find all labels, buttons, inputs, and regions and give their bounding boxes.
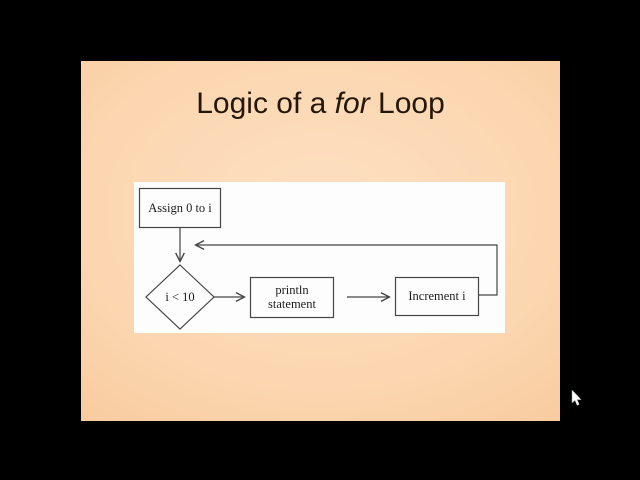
slide-title-italic-word: for xyxy=(334,87,370,120)
node-println-label-line1: println xyxy=(275,283,309,297)
node-increment-rectangle xyxy=(394,276,480,317)
slide-title-prefix: Logic of a xyxy=(196,87,335,120)
flowchart-image: Assign 0 to i i < 10 println statement I… xyxy=(134,182,505,333)
node-condition-diamond xyxy=(145,264,215,330)
slide-title: Logic of a for Loop xyxy=(81,86,560,122)
node-condition-label: i < 10 xyxy=(165,290,194,304)
mouse-cursor-icon xyxy=(571,390,582,406)
presentation-slide[interactable]: Logic of a for Loop Assign 0 to i xyxy=(81,61,560,421)
flowchart-svg: Assign 0 to i i < 10 println statement I… xyxy=(138,187,498,330)
slide-title-suffix: Loop xyxy=(369,87,445,120)
edge-increment-loop-back xyxy=(196,245,498,296)
node-assign-label: Assign 0 to i xyxy=(148,201,212,215)
node-increment-label: Increment i xyxy=(408,289,466,303)
node-assign-rectangle xyxy=(138,187,222,229)
node-println-label-line2: statement xyxy=(268,297,316,311)
node-println-rectangle xyxy=(249,276,335,319)
